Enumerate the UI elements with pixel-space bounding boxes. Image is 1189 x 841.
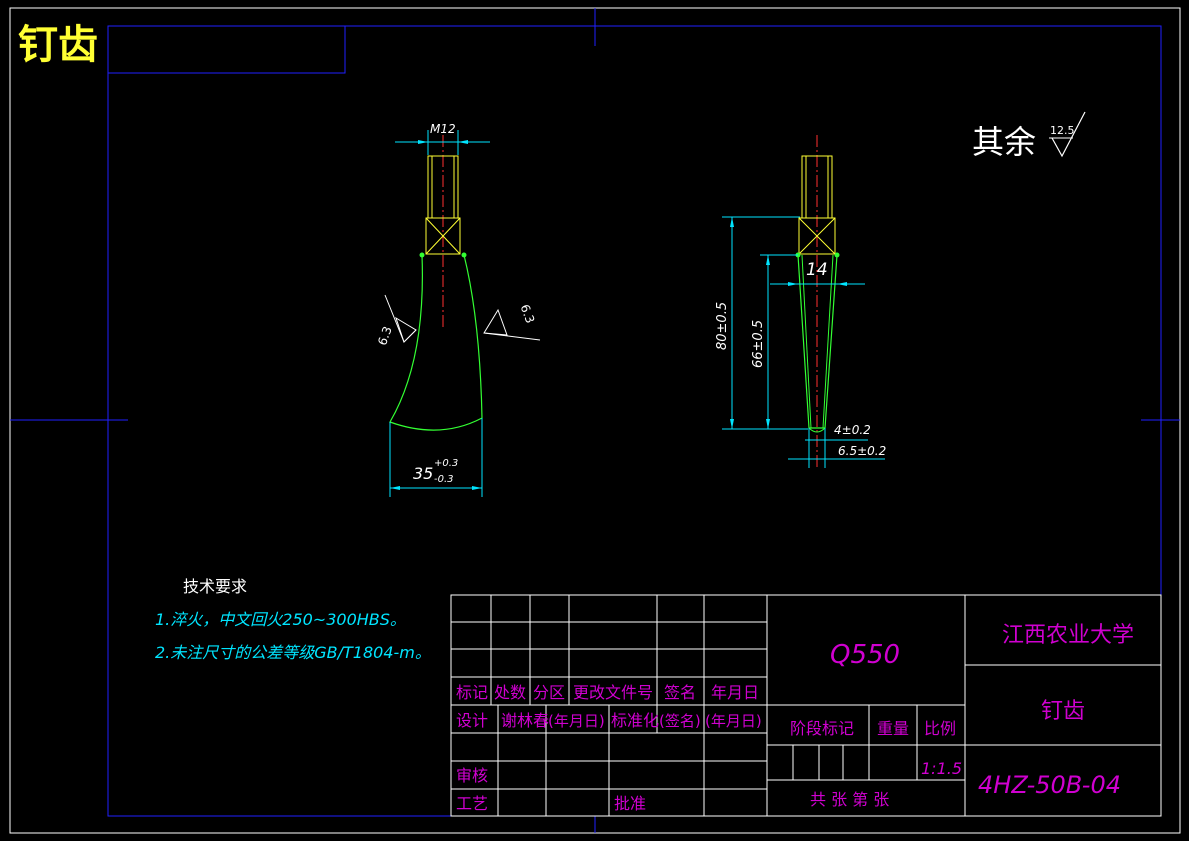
dim-m12: M12 (430, 122, 456, 136)
school-name: 江西农业大学 (1002, 623, 1134, 648)
process-label: 工艺 (456, 794, 488, 813)
dim-14: 14 (806, 260, 828, 280)
approve-label: 批准 (614, 794, 646, 813)
header-sign: 签名 (664, 683, 696, 702)
header-doc: 更改文件号 (573, 683, 653, 702)
title-corner: 钉齿 (18, 22, 98, 68)
review-label: 审核 (456, 766, 488, 785)
scale-value: 1:1.5 (921, 759, 962, 778)
header-count: 处数 (494, 683, 526, 702)
tech-heading: 技术要求 (183, 577, 247, 596)
header-date: 年月日 (711, 683, 759, 702)
dim-35: 35 (413, 464, 433, 483)
dim-80: 80±0.5 (715, 302, 730, 350)
designer-name: 谢林春 (501, 711, 549, 730)
tech-line-2: 2.未注尺寸的公差等级GB/T1804-m。 (155, 643, 431, 662)
tech-requirements: 技术要求 1.淬火，中文回火250~300HBS。 2.未注尺寸的公差等级GB/… (155, 577, 431, 662)
roughness-note: 其余 12.5 (972, 111, 1086, 161)
dim-35-tol-down: -0.3 (434, 474, 454, 485)
drawing-number: 4HZ-50B-04 (978, 771, 1121, 799)
standard-date: (年月日) (705, 712, 762, 730)
stage-label: 阶段标记 (790, 719, 854, 738)
roughness-value: 12.5 (1050, 124, 1075, 137)
ratio-label: 比例 (924, 719, 956, 738)
standard-label: 标准化 (611, 711, 659, 730)
front-view: M12 35 +0.3 -0.3 6.3 6.3 (375, 122, 541, 497)
roughness-prefix: 其余 (972, 123, 1036, 161)
title-block-text: Q550 江西农业大学 钉齿 4HZ-50B-04 1:1.5 标记 处数 分区… (456, 623, 1134, 813)
roughness-symbol (1051, 111, 1086, 158)
rough-right: 6.3 (518, 303, 538, 326)
tech-line-1: 1.淬火，中文回火250~300HBS。 (155, 610, 406, 629)
rough-left: 6.3 (375, 324, 395, 347)
header-zone: 分区 (533, 683, 565, 702)
material: Q550 (830, 640, 900, 670)
dim-6-5: 6.5±0.2 (838, 444, 886, 458)
standard-sign: (签名) (659, 712, 701, 730)
dim-4: 4±0.2 (834, 423, 871, 437)
side-view: 14 80±0.5 66±0.5 4±0.2 6.5±0.2 (715, 135, 886, 468)
dim-66: 66±0.5 (751, 320, 766, 368)
sheets-label: 共 张 第 张 (810, 790, 889, 809)
design-label: 设计 (456, 711, 488, 730)
dim-35-tol-up: +0.3 (434, 458, 458, 469)
title-block (450, 594, 1162, 817)
design-date: (年月日) (548, 712, 605, 730)
part-name: 钉齿 (1041, 699, 1085, 724)
weight-label: 重量 (877, 719, 909, 738)
header-mark: 标记 (456, 683, 488, 702)
